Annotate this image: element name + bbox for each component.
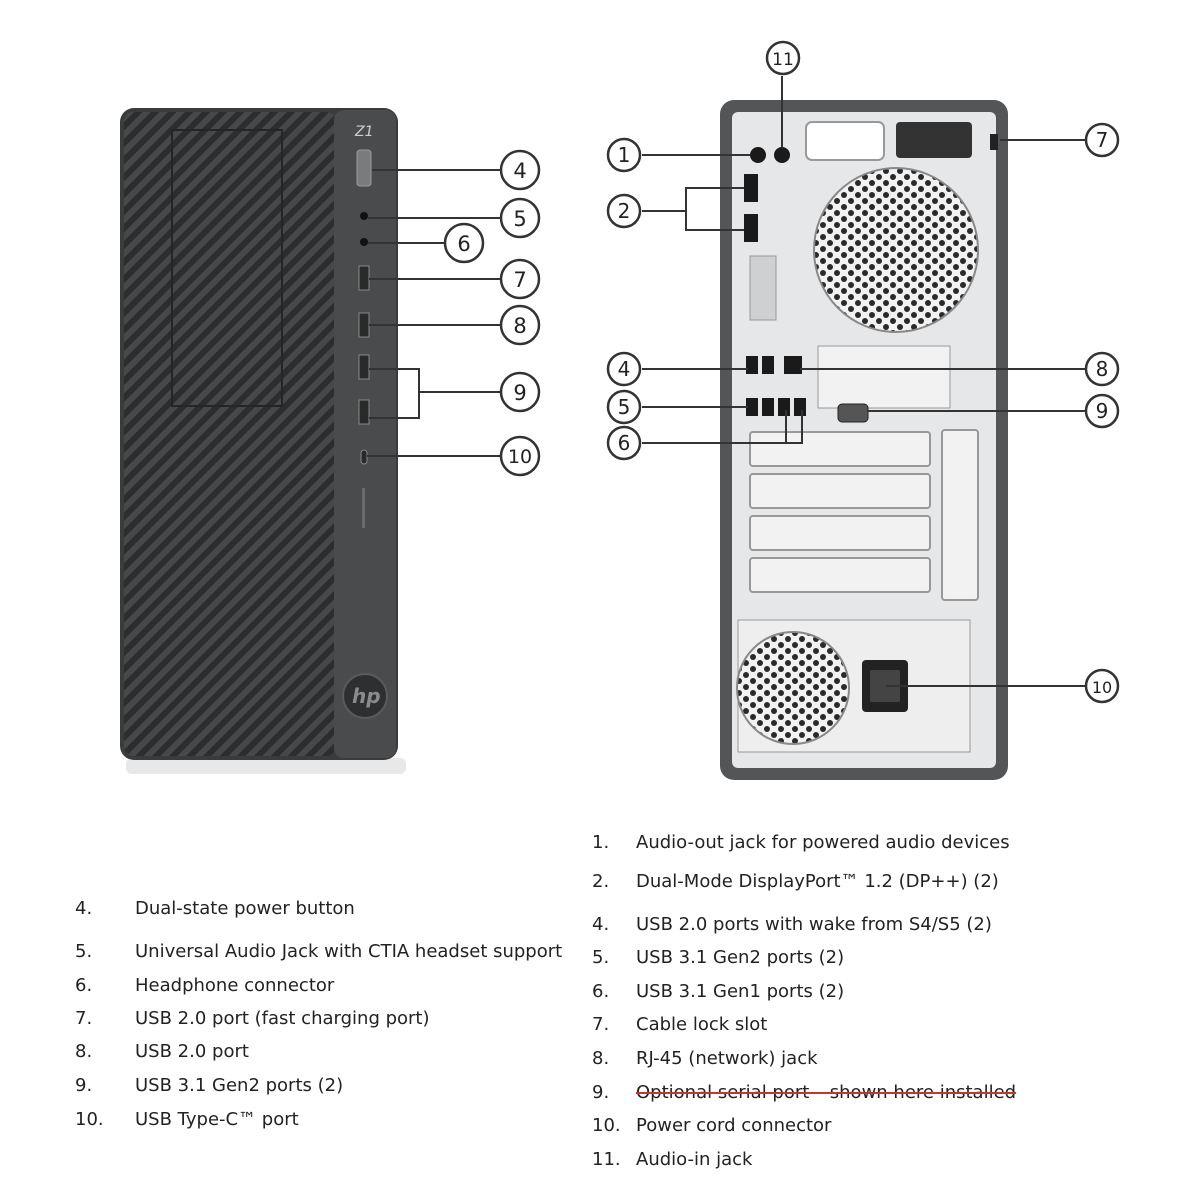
- usb-port-front-3[interactable]: [358, 354, 370, 380]
- front-callout-7: 7: [513, 268, 526, 292]
- front-legend: 4.Dual-state power button 5.Universal Au…: [75, 898, 563, 1130]
- audio-in-jack[interactable]: [774, 147, 790, 163]
- front-view: Z1 hp 4: [120, 108, 541, 774]
- usb-rear-6[interactable]: [794, 398, 806, 416]
- front-callout-5-circle: [499, 197, 541, 239]
- audio-jack-front[interactable]: [360, 212, 368, 220]
- front-grille: [124, 112, 336, 756]
- headphone-jack-front[interactable]: [360, 238, 368, 246]
- front-callout-8-circle: [499, 304, 541, 346]
- front-callouts: 4 5 6 7 8 9 10: [443, 149, 541, 477]
- rear-callout-7: 7: [1096, 128, 1109, 152]
- rear-callout-11: 11: [772, 50, 794, 70]
- rear-callout-5-circle: [606, 389, 642, 425]
- rear-callout-6-circle: [606, 425, 642, 461]
- usb-rear-2[interactable]: [762, 356, 774, 374]
- rear-callout-1-circle: [606, 137, 642, 173]
- usb-port-front-1[interactable]: [358, 265, 370, 291]
- expansion-slots: [749, 429, 979, 601]
- top-cutout-left: [805, 121, 885, 161]
- usb-rear-5[interactable]: [778, 398, 790, 416]
- rear-view: 11 1 2 7 4 8 5 9 6 10: [606, 40, 1120, 780]
- serial-port[interactable]: [837, 403, 869, 423]
- usb-c-port-front[interactable]: [360, 449, 368, 465]
- hp-logo-text: hp: [352, 684, 381, 708]
- front-callout-5: 5: [513, 207, 526, 231]
- rear-callout-7-circle: [1084, 122, 1120, 158]
- front-slot-indicator: [362, 488, 365, 528]
- psu-fan: [736, 631, 850, 745]
- rear-callouts: 11 1 2 7 4 8 5 9 6 10: [606, 40, 1120, 704]
- rear-callout-10-circle: [1084, 668, 1120, 704]
- front-callout-10-circle: [499, 435, 541, 477]
- rear-callout-9: 9: [1096, 399, 1109, 423]
- front-callout-9-circle: [499, 371, 541, 413]
- front-callout-6: 6: [457, 232, 470, 256]
- audio-out-jack[interactable]: [750, 147, 766, 163]
- rear-callout-2-circle: [606, 193, 642, 229]
- displayport-1[interactable]: [744, 174, 758, 202]
- displayport-2[interactable]: [744, 214, 758, 242]
- front-callout-6-circle: [443, 222, 485, 264]
- rear-callout-5: 5: [618, 395, 631, 419]
- front-callout-10: 10: [508, 446, 532, 468]
- front-bezel: [334, 110, 396, 758]
- front-shadow: [126, 758, 406, 774]
- power-button[interactable]: [356, 149, 372, 187]
- rear-legend: 1.Audio-out jack for powered audio devic…: [592, 832, 1017, 1170]
- rear-callout-8: 8: [1096, 357, 1109, 381]
- front-callout-4: 4: [513, 159, 526, 183]
- rear-callout-1: 1: [618, 143, 631, 167]
- top-cutout-right: [896, 122, 972, 158]
- rear-callout-10: 10: [1092, 678, 1112, 697]
- hp-logo: hp: [342, 673, 388, 719]
- z1-badge: Z1: [354, 124, 374, 140]
- rear-callout-9-circle: [1084, 393, 1120, 429]
- front-callout-9: 9: [513, 381, 526, 405]
- rear-callout-4-circle: [606, 351, 642, 387]
- io-slot: [749, 255, 777, 321]
- front-callout-lines: [367, 169, 501, 457]
- rear-callout-8-circle: [1084, 351, 1120, 387]
- power-connector-inner: [870, 670, 900, 702]
- usb-port-front-4[interactable]: [358, 399, 370, 425]
- front-grille-recess: [171, 129, 283, 407]
- rear-fan: [813, 167, 979, 333]
- rear-callout-11-circle: [765, 40, 801, 76]
- usb-rear-1[interactable]: [746, 356, 758, 374]
- usb-port-front-2[interactable]: [358, 312, 370, 338]
- cable-lock-slot[interactable]: [990, 134, 998, 150]
- rear-callout-lines: [642, 76, 1085, 687]
- rear-callout-6: 6: [618, 431, 631, 455]
- rj45-jack[interactable]: [784, 356, 802, 374]
- rear-callout-4: 4: [618, 357, 631, 381]
- front-callout-4-circle: [499, 149, 541, 191]
- front-callout-8: 8: [513, 314, 526, 338]
- usb-rear-3[interactable]: [746, 398, 758, 416]
- front-callout-7-circle: [499, 258, 541, 300]
- usb-rear-4[interactable]: [762, 398, 774, 416]
- rear-callout-2: 2: [618, 199, 631, 223]
- rear-io-block: [817, 345, 951, 409]
